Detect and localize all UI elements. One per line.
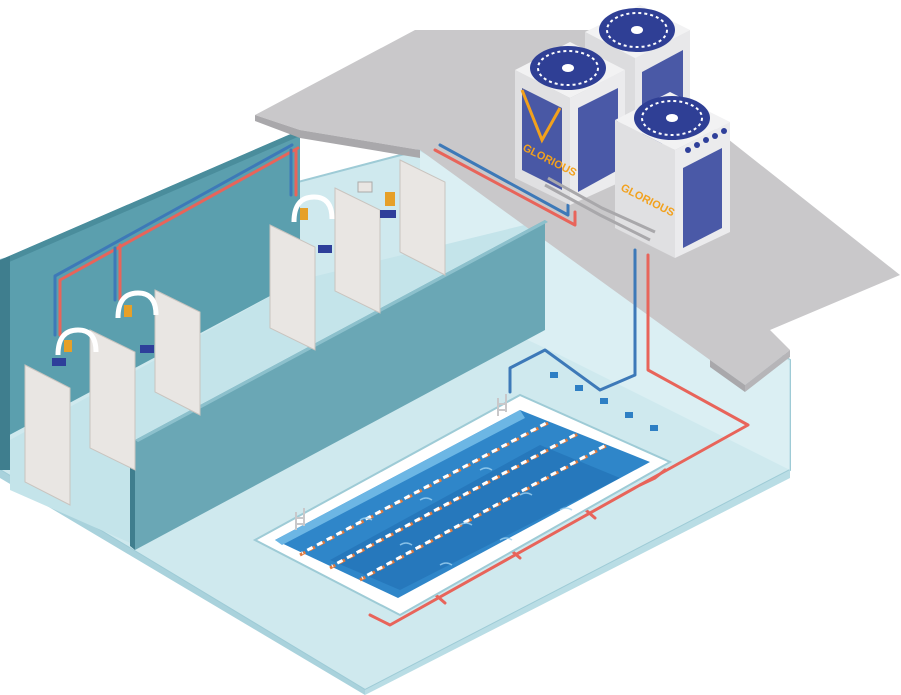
roof-slab	[255, 30, 900, 392]
brand-chevron	[520, 89, 562, 144]
heat-pump-3: GLORIOUS	[615, 92, 730, 258]
pool-inlet-icon	[650, 425, 658, 431]
pool-inlet-icon	[575, 385, 583, 391]
cold-pipe-wall	[53, 143, 294, 337]
shower-door-3	[154, 289, 201, 416]
pipe-network	[53, 143, 750, 627]
cold-pipe-pool	[508, 248, 637, 394]
shower-door-6	[399, 159, 446, 276]
heat-pump-1: GLORIOUS	[515, 42, 625, 205]
shower-door-1	[24, 364, 71, 506]
pool-ladder-icon	[497, 394, 507, 416]
shower-door-4	[269, 224, 316, 351]
heat-pump-units: GLORIOUS GLORIOUS	[515, 5, 730, 258]
lane-ropes	[299, 418, 609, 582]
hot-pipe-roof	[433, 148, 577, 227]
pool-inlet-icon	[550, 372, 558, 378]
shower-room-back-wall	[0, 130, 300, 470]
pool-inlets	[550, 372, 658, 431]
shower-head-icon	[291, 194, 335, 253]
shower-head-icon	[115, 290, 159, 353]
water-ripples	[359, 467, 573, 566]
swimming-pool	[252, 372, 673, 617]
shower-doors	[24, 159, 446, 506]
shower-fixtures	[52, 181, 396, 366]
shower-door-5	[334, 187, 381, 314]
pool-inlet-icon	[625, 412, 633, 418]
shower-head-icon	[52, 327, 99, 366]
pool-inlet-icon	[600, 398, 608, 404]
cold-pipe-roof	[438, 143, 570, 217]
pool-ladder-icon	[295, 508, 305, 530]
hot-pipe-pool	[368, 253, 750, 627]
shower-door-2	[89, 329, 136, 471]
hot-pipe-wall	[58, 146, 300, 337]
water-heater-icon	[357, 181, 396, 218]
